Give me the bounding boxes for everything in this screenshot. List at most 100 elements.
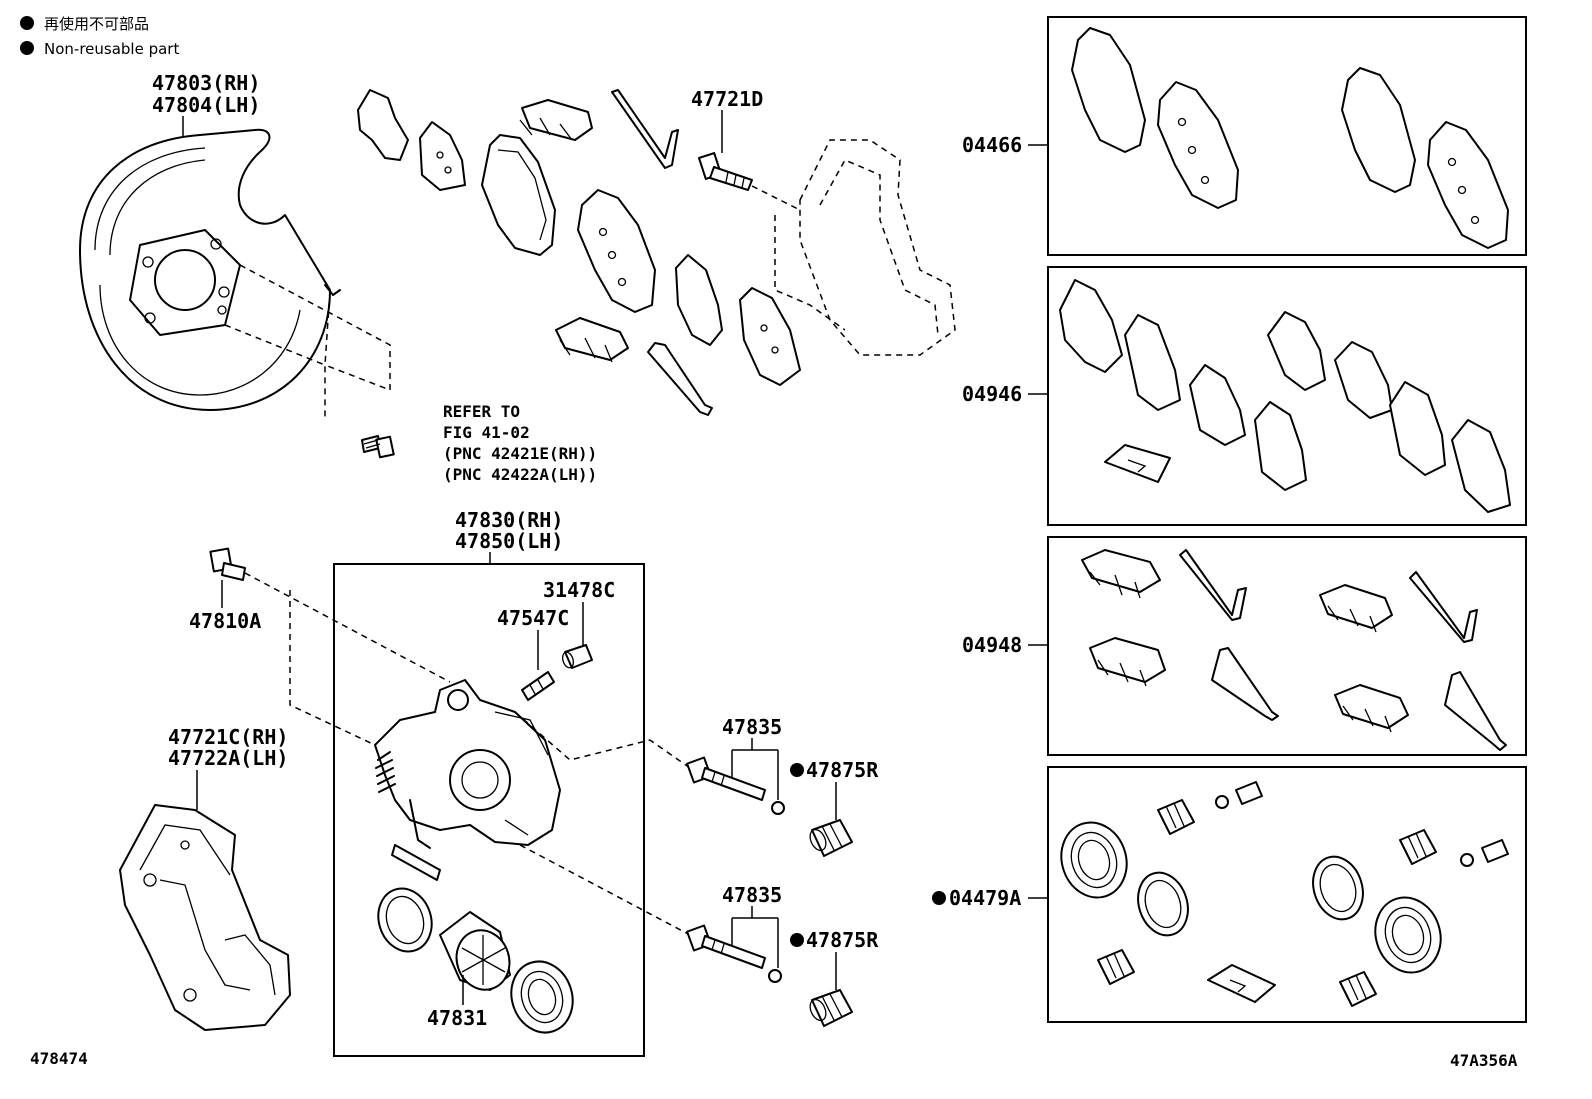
footer-left-code: 478474 xyxy=(30,1049,88,1068)
piston-boot-icon xyxy=(510,960,574,1034)
kit-spring-icon xyxy=(1444,671,1507,751)
kit-04948-box xyxy=(1047,536,1527,756)
label-47831[interactable]: 47831 xyxy=(427,1006,487,1030)
anti-squeal-shim-icon xyxy=(739,287,801,386)
label-47721D[interactable]: 47721D xyxy=(691,87,763,111)
anti-rattle-spring-icon xyxy=(647,342,713,416)
kit-clip-icon xyxy=(1319,584,1393,629)
non-reusable-dot-lower xyxy=(790,933,804,947)
kit-pad-icon xyxy=(1157,81,1239,209)
legend-dot-2 xyxy=(20,41,34,55)
kit-seal-icon xyxy=(1137,871,1189,937)
bleeder-plug-icon xyxy=(521,671,555,701)
kit-pin-boot-icon xyxy=(1339,971,1377,1007)
caliper-assembly-group[interactable]: 47830(RH) 47850(LH) 31478C 47547C xyxy=(244,508,691,1057)
pad-support-plate-icon xyxy=(521,99,593,141)
kit-grease-packet-icon xyxy=(1207,964,1276,1003)
kit-shim-icon xyxy=(1124,314,1181,411)
kit-bleeder-icon xyxy=(1215,781,1263,809)
pad-support-plate-icon xyxy=(555,317,629,361)
label-04946[interactable]: 04946 xyxy=(962,382,1022,406)
mounting-bolt-icon xyxy=(697,152,753,191)
leader-47835-lower xyxy=(731,906,779,968)
slide-pin-lower-group[interactable]: 47835 47875R xyxy=(686,883,879,1027)
parking-lever-icon xyxy=(391,844,441,881)
kit-04466-box xyxy=(1047,16,1527,256)
kit-pin-boot-icon xyxy=(1399,829,1437,865)
kit-shim-icon xyxy=(1451,419,1511,513)
slide-pin-upper-icon xyxy=(686,756,785,815)
label-04466[interactable]: 04466 xyxy=(962,133,1022,157)
label-47875R-lower[interactable]: 47875R xyxy=(806,928,879,952)
kit-pad-icon xyxy=(1341,67,1416,193)
slide-pin-lower-icon xyxy=(686,924,782,983)
legend-dot-1 xyxy=(20,16,34,30)
label-04479A[interactable]: 04479A xyxy=(949,886,1021,910)
kit-boot-icon xyxy=(1374,896,1442,974)
label-31478C[interactable]: 31478C xyxy=(543,578,615,602)
label-47835-upper[interactable]: 47835 xyxy=(722,715,782,739)
kit-clip-icon xyxy=(1334,684,1409,729)
kit-shim-icon xyxy=(1389,381,1446,476)
pad-assembly-exploded xyxy=(357,89,801,416)
kit-shim-icon xyxy=(1334,341,1393,419)
kit-shim-icon xyxy=(1189,364,1246,446)
non-reusable-dot-upper xyxy=(790,763,804,777)
anti-rattle-spring-icon xyxy=(611,89,679,169)
caliper-assembly-box xyxy=(333,563,645,1057)
kit-spring-icon xyxy=(1409,571,1478,643)
kit-clip-icon xyxy=(1089,637,1166,683)
mounting-bracket-icon xyxy=(119,804,291,1031)
kit-seal-icon xyxy=(1312,855,1364,921)
caliper-spring-icon xyxy=(375,751,396,793)
mounting-bracket-group[interactable]: 47721C(RH) 47722A(LH) xyxy=(119,725,291,1031)
leader-47835-upper xyxy=(731,738,779,800)
kit-04948-group[interactable]: 04948 xyxy=(962,536,1527,756)
slide-pin-upper-group[interactable]: 47835 47875R xyxy=(686,715,879,857)
mounting-ghost-icon xyxy=(799,139,956,356)
footer-right-code: 47A356A xyxy=(1450,1051,1518,1070)
legend-japanese: 再使用不可部品 xyxy=(44,15,149,33)
refer-line-3: (PNC 42421E(RH)) xyxy=(443,444,597,463)
label-47850[interactable]: 47850(LH) xyxy=(455,529,563,553)
legend-english: Non-reusable part xyxy=(44,40,179,58)
legend: 再使用不可部品 Non-reusable part xyxy=(20,15,179,58)
piston-seal-icon xyxy=(377,887,433,953)
kit-04946-group[interactable]: 04946 xyxy=(962,266,1527,526)
label-47804[interactable]: 47804(LH) xyxy=(152,93,260,117)
kit-pad-icon xyxy=(1071,27,1146,153)
label-47875R-upper[interactable]: 47875R xyxy=(806,758,879,782)
piston-icon xyxy=(439,911,511,991)
kit-pin-boot-icon xyxy=(1097,949,1135,985)
kit-04479A-box xyxy=(1047,766,1527,1023)
kit-clip-icon xyxy=(1081,549,1161,593)
kit-shim-icon xyxy=(1254,401,1307,491)
mounting-bolt-group[interactable]: 47721D xyxy=(691,87,956,356)
kit-04479A-group[interactable]: 04479A xyxy=(932,766,1527,1023)
kit-04466-group[interactable]: 04466 xyxy=(962,16,1527,256)
slide-pin-boot-lower-icon xyxy=(809,989,853,1027)
label-47722A[interactable]: 47722A(LH) xyxy=(168,746,288,770)
non-reusable-dot-kit xyxy=(932,891,946,905)
kit-spring-icon xyxy=(1211,647,1279,721)
label-47835-lower[interactable]: 47835 xyxy=(722,883,782,907)
kit-pad-icon xyxy=(1427,121,1509,249)
bolt-47810A-group[interactable]: 47810A xyxy=(189,547,261,633)
kit-spring-icon xyxy=(1179,549,1247,621)
kit-boot-icon xyxy=(1060,821,1128,899)
anti-squeal-shim-icon xyxy=(675,254,723,346)
kit-pin-boot-icon xyxy=(1157,799,1195,835)
label-47721C[interactable]: 47721C(RH) xyxy=(168,725,288,749)
dust-shield-group[interactable]: 47803(RH) 47804(LH) xyxy=(79,71,391,418)
brake-pad-inner-icon xyxy=(481,134,556,256)
bleeder-cap-icon xyxy=(561,644,593,669)
shield-bolt-group[interactable]: REFER TO FIG 41-02 (PNC 42421E(RH)) (PNC… xyxy=(361,402,597,484)
label-04948[interactable]: 04948 xyxy=(962,633,1022,657)
label-47547C[interactable]: 47547C xyxy=(497,606,569,630)
kit-04946-box xyxy=(1047,266,1527,526)
label-47830[interactable]: 47830(RH) xyxy=(455,508,563,532)
label-47803[interactable]: 47803(RH) xyxy=(152,71,260,95)
refer-line-2: FIG 41-02 xyxy=(443,423,530,442)
label-47810A[interactable]: 47810A xyxy=(189,609,261,633)
